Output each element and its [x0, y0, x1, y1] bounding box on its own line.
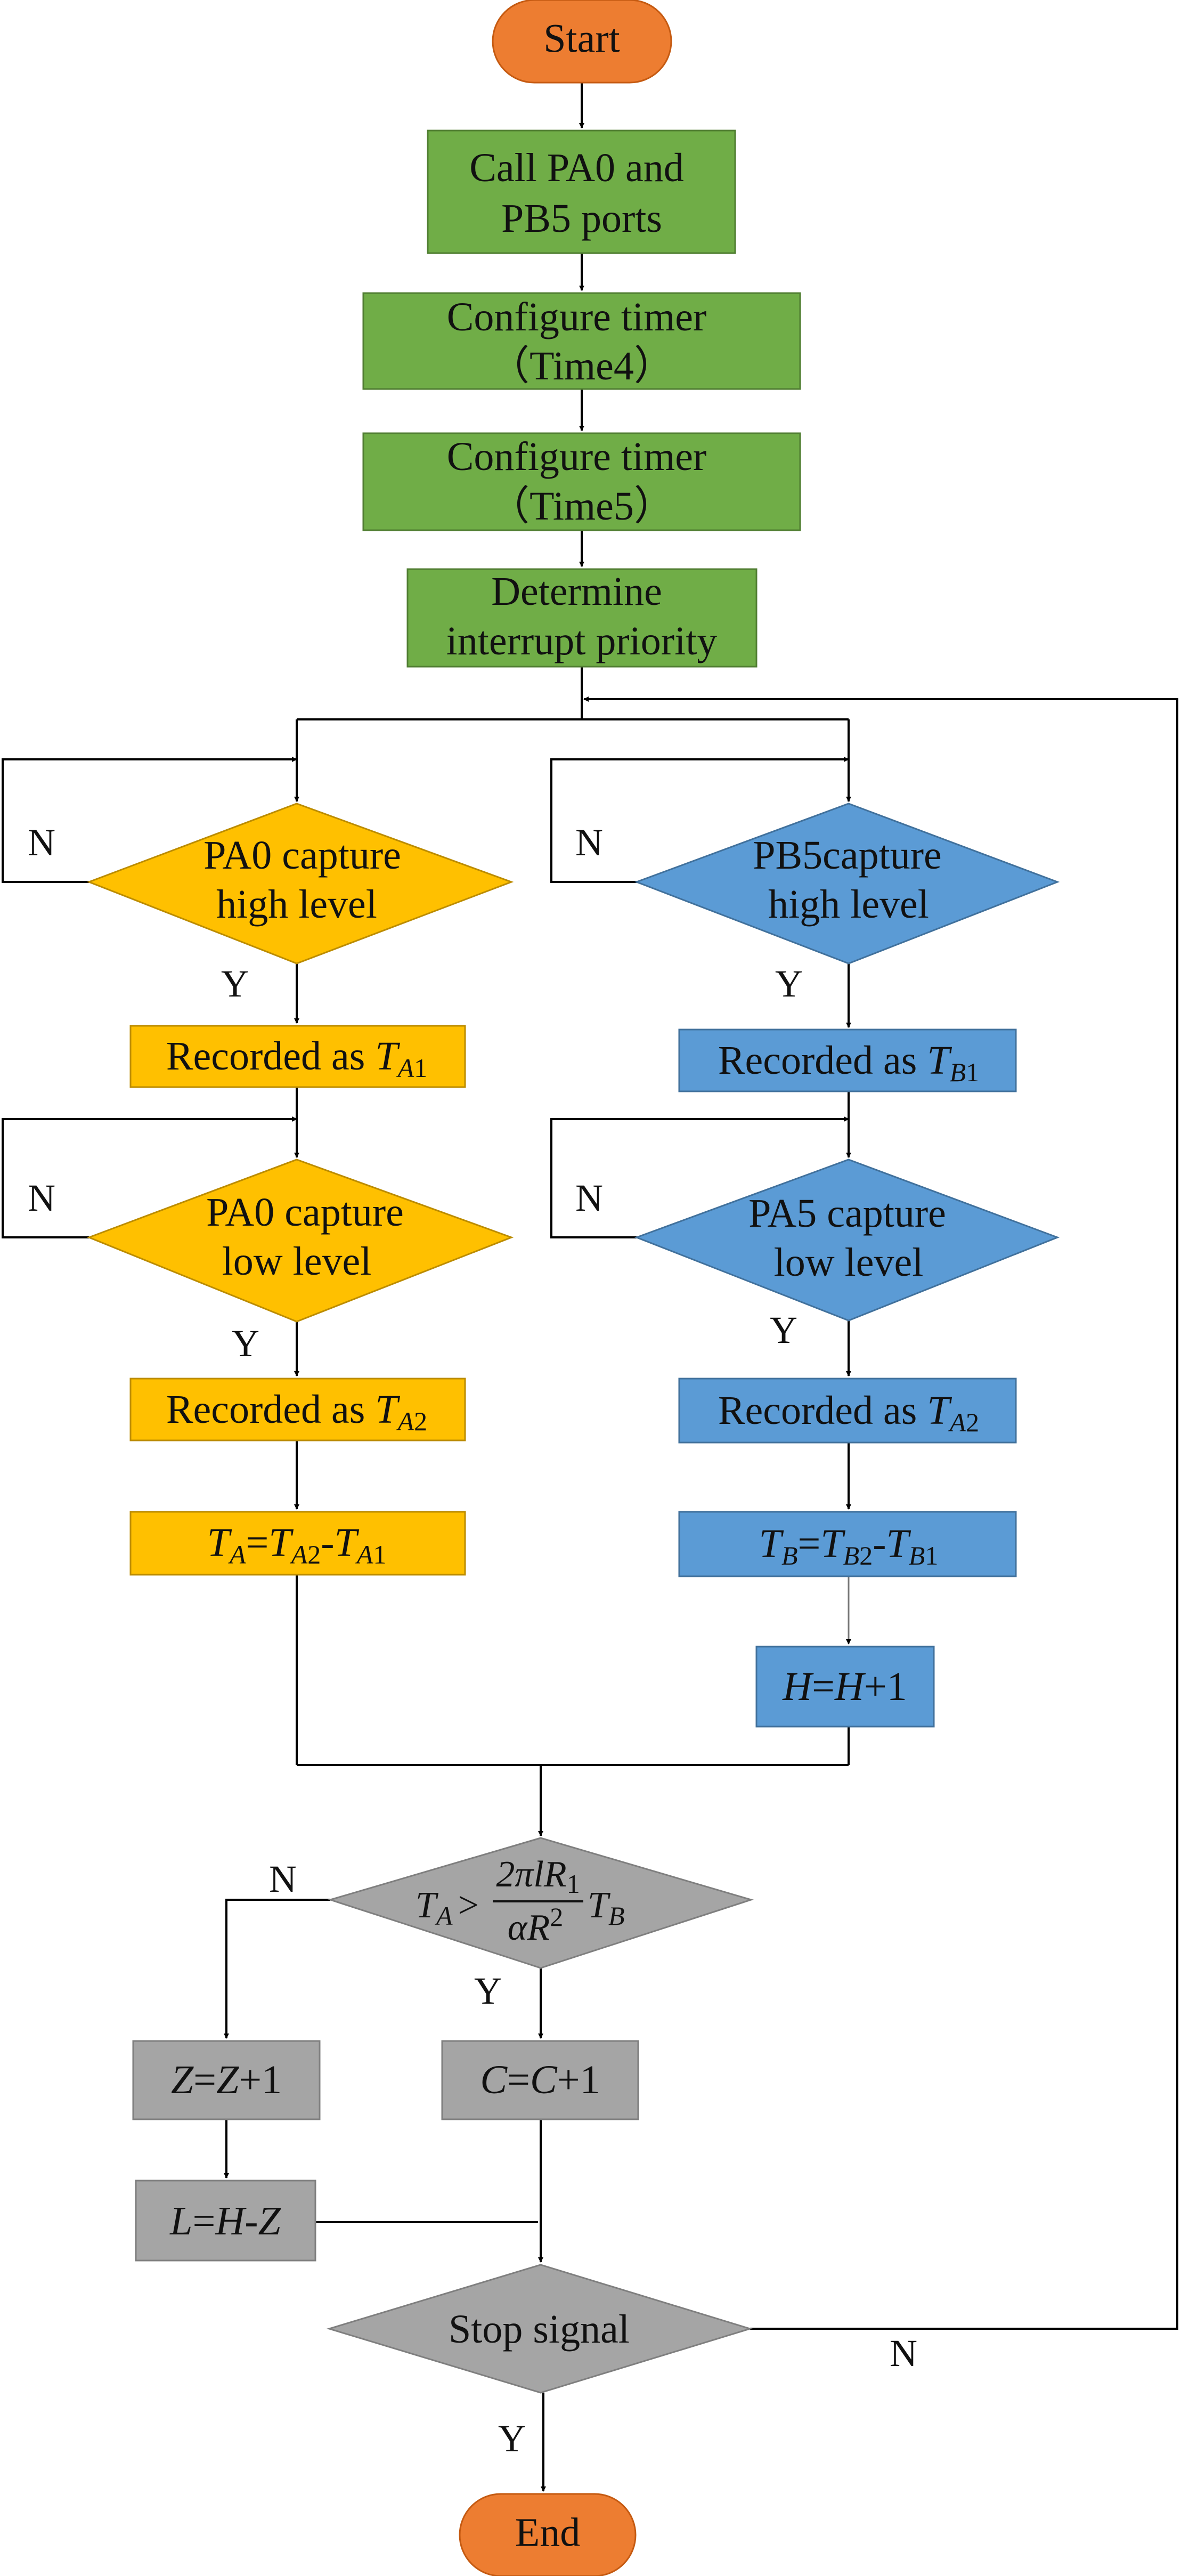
tb-formula-label: TB=TB2-TB1	[759, 1521, 939, 1570]
call-ports-label: Call PA0 and PB5 ports	[469, 145, 694, 241]
h-increment-label: H=H+1	[782, 1664, 907, 1709]
c-increment-step: C=C+1	[441, 2040, 639, 2120]
interrupt-priority-step: Determine interrupt priority	[406, 568, 758, 668]
h-increment-step: H=H+1	[755, 1646, 935, 1728]
record-ta2-right-box	[678, 1378, 1017, 1444]
record-ta2-left-label: Recorded as TA2	[166, 1387, 427, 1436]
comparison-decision: TA> 2πlR1 αR2 TB	[327, 1837, 754, 1969]
end-shape	[459, 2493, 637, 2576]
record-ta1-step: Recorded as TA1	[129, 1025, 466, 1088]
no-label-comparison: N	[269, 1858, 297, 1900]
yes-label-stop-signal: Y	[498, 2417, 526, 2460]
call-ports-box	[427, 129, 736, 254]
z-increment-box	[132, 2040, 321, 2120]
interrupt-priority-box	[406, 568, 758, 668]
z-increment-label: Z=Z+1	[171, 2057, 282, 2102]
comparison-diamond	[327, 1837, 754, 1969]
interrupt-priority-label: Determine interrupt priority	[446, 569, 718, 663]
no-label-pa5-low: N	[575, 1177, 603, 1219]
no-label-pa0-high: N	[28, 821, 55, 864]
config-time5-box	[362, 432, 801, 531]
config-time4-step: Configure timer （Time4）	[362, 292, 801, 390]
tb-formula-step: TB=TB2-TB1	[678, 1511, 1017, 1577]
ta-formula-label: TA=TA2-TA1	[207, 1520, 387, 1569]
stop-signal-diamond	[326, 2264, 753, 2394]
pa5-low-label: PA5 capture low level	[748, 1191, 956, 1285]
yes-label-pa0-high: Y	[221, 962, 249, 1005]
pa0-low-decision: PA0 capture low level	[86, 1159, 514, 1323]
record-ta2-left-box	[129, 1378, 466, 1441]
call-ports-step: Call PA0 and PB5 ports	[427, 129, 736, 254]
pa0-low-diamond	[86, 1159, 514, 1323]
record-ta2-right-step: Recorded as TA2	[678, 1378, 1017, 1444]
pa0-low-label: PA0 capture low level	[206, 1190, 414, 1284]
record-ta2-left-step: Recorded as TA2	[129, 1378, 466, 1441]
no-label-pb5-high: N	[575, 821, 603, 864]
config-time5-step: Configure timer （Time5）	[362, 432, 801, 531]
pa0-high-decision: PA0 capture high level	[86, 803, 514, 965]
yes-label-pa5-low: Y	[770, 1309, 797, 1351]
pa0-high-label: PA0 capture high level	[203, 833, 411, 927]
end-terminal: End	[459, 2493, 637, 2576]
comparison-rhs: TB	[588, 1885, 624, 1931]
ta-formula-step: TA=TA2-TA1	[129, 1511, 466, 1576]
l-formula-step: L=H-Z	[135, 2180, 316, 2262]
end-label: End	[515, 2510, 580, 2555]
c-increment-box	[441, 2040, 639, 2120]
pa5-low-decision: PA5 capture low level	[634, 1159, 1060, 1322]
pa0-high-diamond	[86, 803, 514, 965]
record-tb1-step: Recorded as TB1	[678, 1028, 1017, 1092]
config-time5-label: Configure timer （Time5）	[447, 434, 717, 529]
stop-signal-label: Stop signal	[449, 2307, 630, 2352]
comparison-denominator: αR2	[508, 1902, 564, 1948]
comparison-lhs: TA>	[416, 1885, 479, 1931]
branch-labels: N Y N Y N Y N Y N Y N Y	[28, 821, 917, 2460]
comparison-numerator: 2πlR1	[496, 1854, 580, 1899]
start-label: Start	[543, 16, 620, 61]
pb5-high-label: PB5capture high level	[753, 833, 952, 927]
record-ta1-box	[129, 1025, 466, 1088]
pb5-high-decision: PB5capture high level	[634, 803, 1060, 965]
stop-signal-decision: Stop signal	[326, 2264, 753, 2394]
start-shape	[492, 0, 672, 84]
z-increment-step: Z=Z+1	[132, 2040, 321, 2120]
record-ta2-right-label: Recorded as TA2	[718, 1388, 979, 1437]
tb-formula-box	[678, 1511, 1017, 1577]
config-time4-label: Configure timer （Time4）	[447, 295, 717, 388]
record-tb1-box	[678, 1028, 1017, 1092]
connectors	[2, 83, 1178, 2492]
no-label-pa0-low: N	[28, 1177, 55, 1219]
no-label-stop-signal: N	[890, 2332, 917, 2375]
record-tb1-label: Recorded as TB1	[718, 1038, 979, 1087]
yes-label-pa0-low: Y	[232, 1322, 259, 1365]
h-increment-box	[755, 1646, 935, 1728]
pa5-low-diamond	[634, 1159, 1060, 1322]
yes-label-pb5-high: Y	[775, 962, 803, 1005]
c-increment-label: C=C+1	[480, 2057, 600, 2102]
yes-label-comparison: Y	[474, 1970, 502, 2012]
l-formula-box	[135, 2180, 316, 2262]
config-time4-box	[362, 292, 801, 390]
pb5-high-diamond	[634, 803, 1060, 965]
l-formula-label: L=H-Z	[169, 2199, 281, 2243]
ta-formula-box	[129, 1511, 466, 1576]
start-terminal: Start	[492, 0, 672, 84]
record-ta1-label: Recorded as TA1	[166, 1034, 427, 1083]
